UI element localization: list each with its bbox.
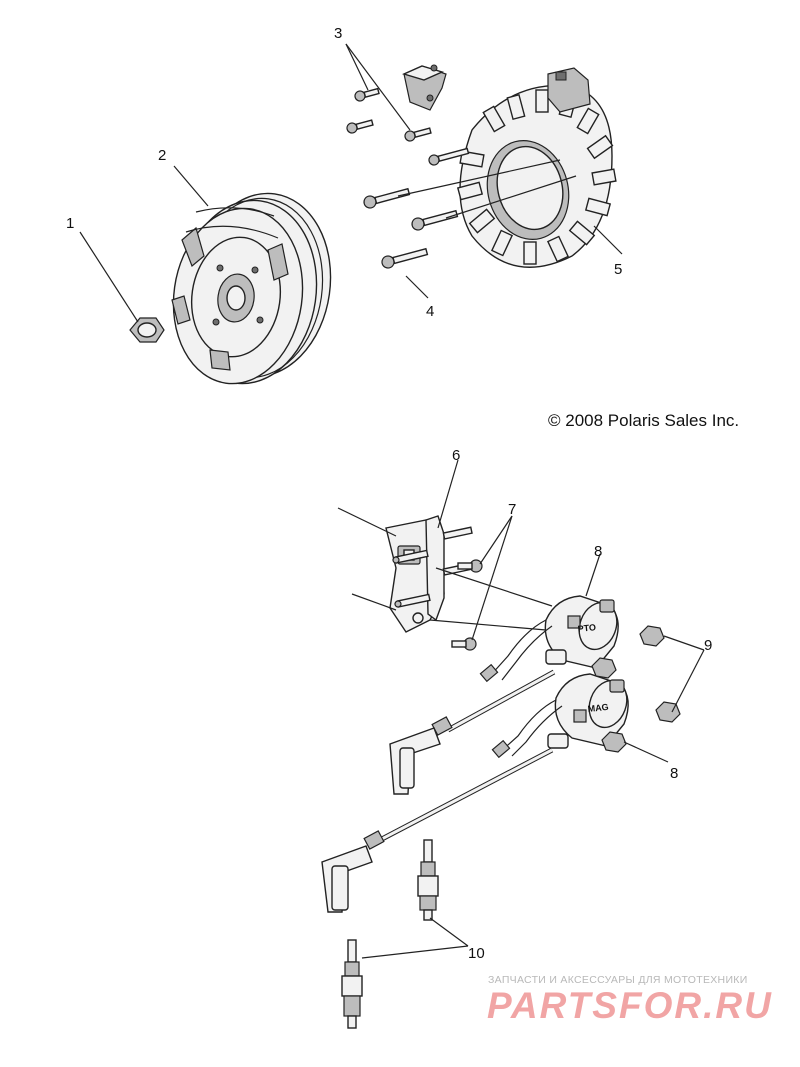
pickup-sensor-part (401, 64, 447, 111)
callout-5: 5 (614, 261, 622, 278)
callout-2: 2 (158, 147, 166, 164)
callout-8-mag: 8 (670, 765, 678, 782)
callout-3: 3 (334, 25, 342, 42)
copyright-notice: © 2008 Polaris Sales Inc. (548, 411, 740, 430)
leader-lines-bottom (337, 459, 705, 959)
spark-plug-leads (321, 669, 556, 913)
callout-7: 7 (508, 501, 516, 518)
bracket-bolts-part (451, 559, 483, 651)
coil-nuts-part (591, 625, 681, 753)
coil-label-pto: PTO (577, 622, 596, 634)
stator-bolts-part (363, 147, 470, 269)
callout-1: 1 (66, 215, 74, 232)
callout-8-pto: 8 (594, 543, 602, 560)
screws-part-3 (346, 87, 432, 142)
leader-lines-top (79, 43, 623, 323)
callout-6: 6 (452, 447, 460, 464)
callout-10: 10 (468, 945, 485, 962)
callout-4: 4 (426, 303, 434, 320)
watermark-logo: PARTSFOR.RU (487, 985, 773, 1026)
coil-label-mag: MAG (587, 702, 609, 714)
flywheel-nut-part (129, 317, 165, 343)
ignition-coil-pto-part (479, 595, 619, 683)
watermark-tagline: ЗАПЧАСТИ И АКСЕССУАРЫ ДЛЯ МОТОТЕХНИКИ (488, 974, 748, 986)
callout-numbers: 1 2 3 4 5 6 7 8 9 8 10 (66, 25, 712, 962)
stator-part (456, 67, 617, 268)
spark-plugs-part (341, 839, 439, 1029)
ignition-coil-mag-part (491, 673, 629, 759)
flywheel-part (171, 192, 332, 385)
coil-bracket-part (385, 515, 473, 633)
callout-9: 9 (704, 637, 712, 654)
